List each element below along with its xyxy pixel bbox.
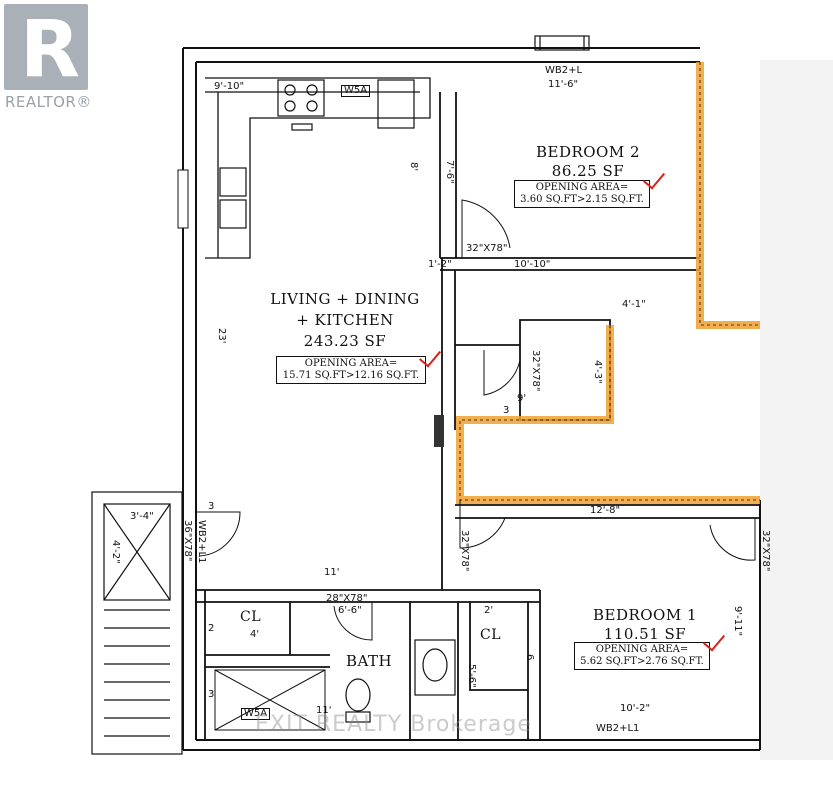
dim-living-width: 11' [324,567,340,578]
dim-closet-left-depth: 2 [208,623,215,634]
bedroom2-label: BEDROOM 2 86.25 SF [535,143,641,180]
window-wb2-top: WB2+L [545,65,583,76]
dim-bath-left-depth: 3 [208,689,215,700]
dim-closet-right-width: 2' [484,605,494,616]
door-bed1-right-label: 32"X78" [760,530,771,572]
brokerage-watermark: EXIT REALTY Brokerage [255,712,532,737]
exterior-walls [182,47,761,751]
window-wb2-entry: WB2+L1 [196,520,207,564]
living-room-label: LIVING + DINING + KITCHEN 243.23 SF [270,290,420,350]
dim-entry-width: 3'-4" [130,511,154,522]
interior-walls [196,92,760,740]
window-w5a-bottom: W5A [241,708,271,720]
dim-bed2-closet-depth: 7'-6" [444,160,455,184]
dim-bed2-width: 10'-10" [514,259,551,270]
dim-bed1-depth: 9'-11" [732,606,743,637]
kitchen-window [177,169,189,229]
svg-text:R: R [20,5,80,92]
realtor-wordmark: REALTOR® [5,93,92,111]
entry-stairs [91,491,183,755]
dim-closet-right-depth-b: 6 [524,654,535,661]
kitchen-sink-icon [219,167,247,229]
kitchen-counters [205,77,431,259]
bedroom2-opening-area: OPENING AREA= 3.60 SQ.FT>2.15 SQ.FT. [514,180,650,208]
scan-background [760,60,833,760]
bedroom1-label: BEDROOM 1 110.51 SF [592,606,698,643]
closet-left-label: CL [240,609,262,625]
window-w5a-top: W5A [341,85,371,97]
dim-hall-width: 4'-1" [622,299,646,310]
door-swings [196,199,756,641]
dim-closet-left-width: 4' [250,629,260,640]
stove-icon [277,79,325,131]
vanity-icon [414,639,456,696]
door-bed1-left-label: 32"X78" [459,530,470,572]
realtor-logo: R [4,4,88,92]
dim-bath-width: 6'-6" [338,605,362,616]
toilet-icon [345,678,371,723]
dim-closet-right-depth: 5'-6" [466,664,477,688]
bath-label: BATH [346,652,393,670]
top-window [534,35,590,51]
dim-entry-depth: 4'-2" [110,540,121,564]
door-bed2-label: 32"X78" [466,243,508,254]
door-bath-label: 28"X78" [326,593,368,604]
dim-bed2-wall-offset: 1'-2" [428,259,452,270]
door-entry-label: 36"X78" [182,520,193,562]
door-hall-label: 32"X78" [530,350,541,392]
shower-icon [214,669,326,731]
dim-hall-depth: 4'-3" [592,360,603,384]
dim-kitchen-depth: 8' [408,162,419,172]
radiator-icon [434,415,444,447]
highlighted-unit-outline [456,62,760,504]
dim-bed2-top: 11'-6" [548,79,579,90]
dim-living-depth: 23' [216,328,227,344]
dim-hall-small-b: 3 [503,405,510,416]
living-opening-area: OPENING AREA= 15.71 SQ.FT>12.16 SQ.FT. [276,356,426,384]
dim-bed1-width-top: 12'-8" [590,505,621,516]
dim-bed1-width-bottom: 10'-2" [620,703,651,714]
window-wb2-bottom: WB2+L1 [596,723,640,734]
highlighted-unit-outline-inner [459,62,760,501]
dim-hall-small-a: 9' [517,393,527,404]
dim-entry-step: 3 [208,501,215,512]
dim-bath-bottom: 11' [316,705,332,716]
dim-kitchen-width: 9'-10" [214,81,245,92]
bedroom1-opening-area: OPENING AREA= 5.62 SQ.FT>2.76 SQ.FT. [574,642,710,670]
fridge-icon [377,79,415,129]
closet-right-label: CL [480,627,502,643]
